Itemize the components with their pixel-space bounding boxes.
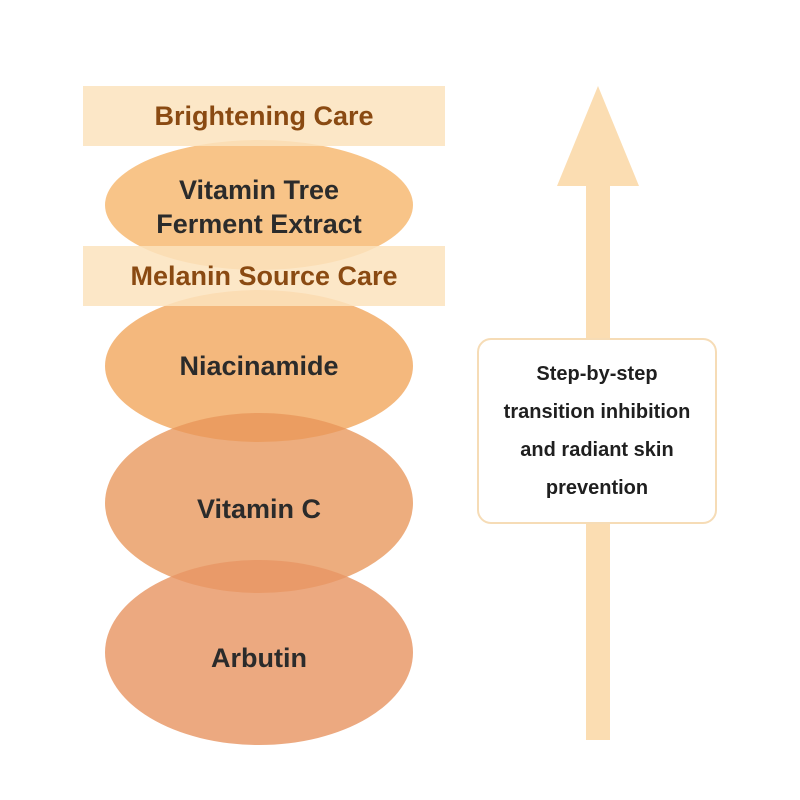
band-brightening-care: Brightening Care [83, 86, 445, 146]
layer-label: Arbutin [211, 642, 307, 673]
band-label: Melanin Source Care [130, 260, 398, 291]
layer-label: Vitamin C [196, 494, 322, 524]
layer-niacinamide: Niacinamide [105, 290, 413, 442]
band-label: Brightening Care [154, 100, 374, 131]
layer-label: Niacinamide [179, 351, 339, 381]
band-melanin-source-care: Melanin Source Care [83, 246, 445, 306]
layer-arbutin: Arbutin [105, 560, 413, 745]
up-arrow-icon [557, 86, 639, 186]
